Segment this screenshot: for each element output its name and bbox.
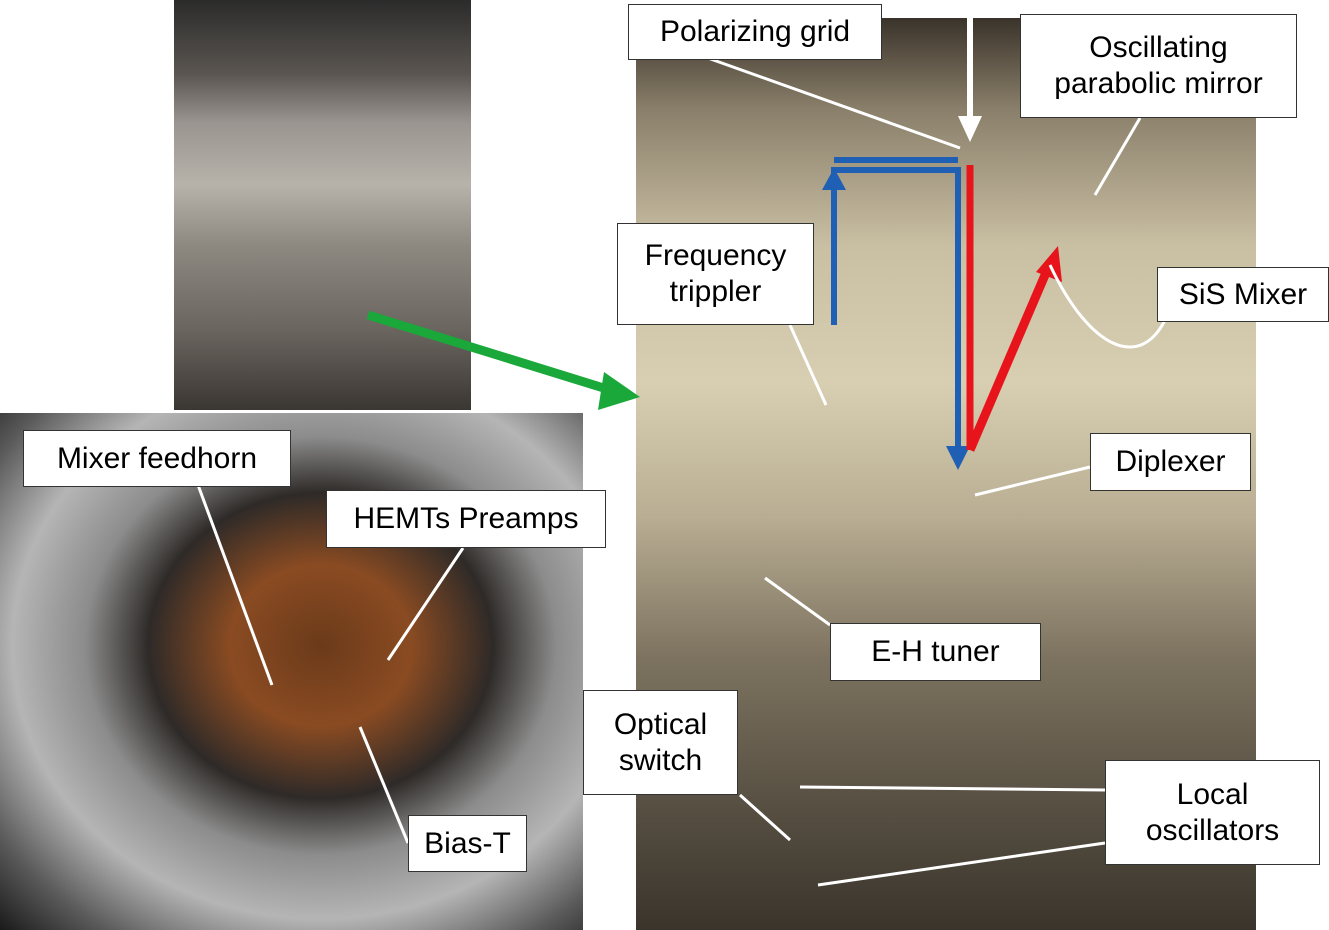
leader-bias-t bbox=[358, 726, 410, 844]
leader-lo-1 bbox=[799, 785, 1106, 792]
receiver-rack-photo bbox=[174, 0, 471, 410]
label-bias-t: Bias-T bbox=[408, 815, 527, 872]
blue-beam-arrowhead-b bbox=[946, 446, 970, 470]
label-sis-mixer: SiS Mixer bbox=[1157, 267, 1329, 322]
leader-sis-mixer bbox=[1048, 264, 1167, 349]
label-local-oscillators: Local oscillators bbox=[1105, 760, 1320, 865]
leader-eh-tuner bbox=[764, 576, 831, 627]
leader-polarizing-grid bbox=[704, 55, 961, 150]
blue-beam bbox=[831, 167, 961, 460]
leader-mirror bbox=[1093, 117, 1142, 196]
incoming-beam-arrowhead bbox=[958, 116, 982, 142]
leader-lo-2 bbox=[817, 841, 1106, 887]
label-polarizing-grid: Polarizing grid bbox=[628, 4, 882, 60]
leader-feedhorn bbox=[196, 484, 274, 686]
label-hemts-preamps: HEMTs Preamps bbox=[326, 490, 606, 548]
leader-diplexer bbox=[974, 465, 1091, 497]
red-beam-diagonal bbox=[965, 266, 1053, 452]
label-frequency-trippler: Frequency trippler bbox=[617, 223, 814, 325]
label-eh-tuner: E-H tuner bbox=[830, 623, 1041, 681]
blue-beam-arrowhead-a bbox=[822, 168, 846, 190]
label-oscillating-mirror: Oscillating parabolic mirror bbox=[1020, 14, 1297, 118]
leader-trippler bbox=[788, 324, 828, 406]
label-optical-switch: Optical switch bbox=[583, 690, 738, 795]
connector-arrowhead bbox=[598, 372, 640, 410]
label-diplexer: Diplexer bbox=[1090, 433, 1251, 491]
leader-hemts bbox=[386, 547, 465, 661]
leader-optical-switch bbox=[738, 793, 792, 842]
label-mixer-feedhorn: Mixer feedhorn bbox=[23, 430, 291, 487]
connector-arrow bbox=[366, 310, 612, 395]
